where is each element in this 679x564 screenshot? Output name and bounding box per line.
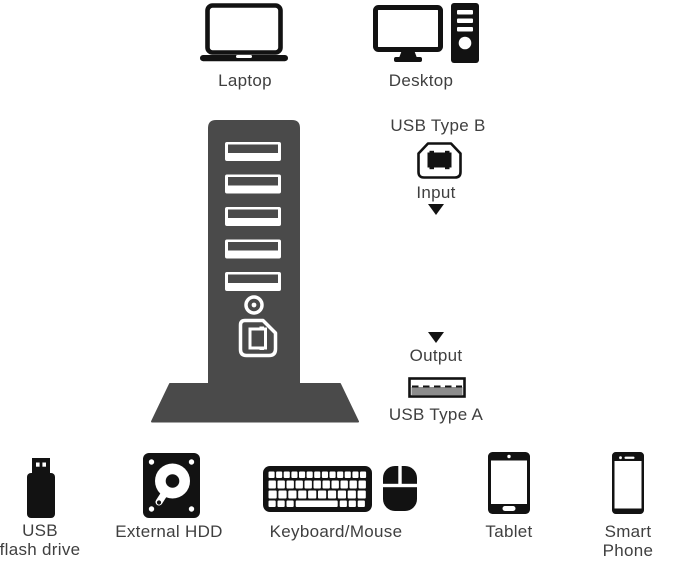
keyboard-keys: [268, 471, 367, 507]
mouse-icon: [383, 466, 417, 511]
keyboard-icon: [263, 466, 372, 512]
keyboard-mouse-label: Keyboard/Mouse: [269, 522, 403, 541]
smart-phone-label: Smart Phone: [602, 522, 654, 560]
hub-power-led: [244, 295, 264, 315]
usb-type-a-connector-icon: [408, 377, 466, 398]
desktop-icon: [373, 3, 479, 63]
external-hdd-label: External HDD: [115, 522, 223, 541]
desktop-label: Desktop: [388, 71, 454, 90]
hub-type-b-port: [238, 318, 278, 358]
down-arrow-icon: [428, 332, 444, 343]
hub-usb-ports: [225, 142, 281, 291]
external-hdd-icon: [143, 453, 200, 518]
tablet-icon: [488, 452, 530, 514]
down-arrow-icon: [428, 204, 444, 215]
tablet-label: Tablet: [485, 522, 533, 541]
smart-phone-icon: [612, 452, 644, 514]
usb-type-b-label: USB Type B: [390, 116, 486, 135]
laptop-label: Laptop: [218, 71, 272, 90]
usb-flash-drive-icon: [27, 458, 55, 518]
usb-type-b-connector-icon: [417, 142, 462, 179]
usb-type-a-label: USB Type A: [388, 405, 484, 424]
usb-hub-tower-icon: [151, 120, 359, 423]
input-label: Input: [416, 183, 456, 202]
usb-flash-drive-label: USB flash drive: [0, 521, 81, 559]
output-label: Output: [409, 346, 463, 365]
laptop-icon: [200, 3, 288, 62]
